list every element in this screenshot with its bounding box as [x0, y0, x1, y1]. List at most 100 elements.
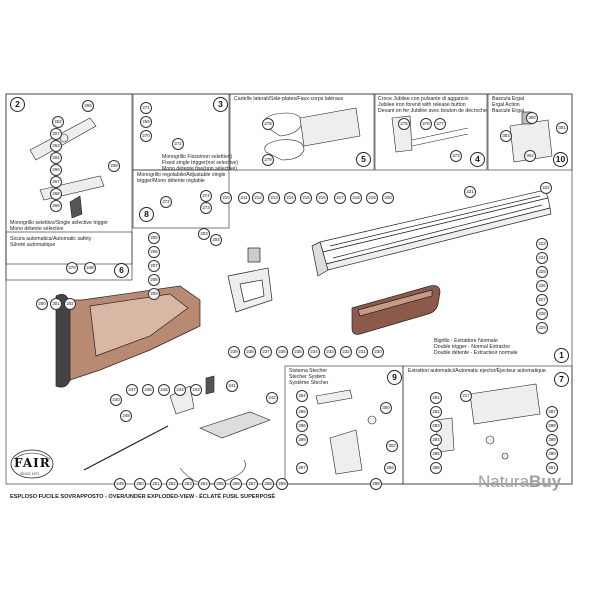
part-callout-226: 226 [536, 280, 548, 292]
part-callout-279: 279 [262, 154, 274, 166]
part-callout-270: 270 [140, 130, 152, 142]
part-callout-233: 233 [324, 346, 336, 358]
part-callout-225: 225 [536, 266, 548, 278]
barrel-assembly [311, 189, 552, 277]
part-callout-266: 266 [50, 164, 62, 176]
part-callout-223: 223 [536, 238, 548, 250]
part-callout-230: 230 [372, 346, 384, 358]
panel-10-caption-line-3: Bascule Ergal [492, 108, 525, 114]
part-callout-204: 204 [210, 234, 222, 246]
part-callout-277: 277 [434, 118, 446, 130]
part-callout-272: 272 [160, 196, 172, 208]
part-callout-269: 269 [140, 116, 152, 128]
panel-8-caption-line-2: trigger/Mono détente réglable [137, 178, 205, 184]
part-callout-248: 248 [84, 262, 96, 274]
part-callout-270: 270 [66, 262, 78, 274]
part-callout-269: 269 [50, 200, 62, 212]
part-callout-299: 299 [296, 434, 308, 446]
part-callout-256: 256 [384, 462, 396, 474]
part-callout-231: 231 [356, 346, 368, 358]
part-callout-250: 250 [134, 478, 146, 490]
part-callout-246: 246 [142, 384, 154, 396]
part-callout-264: 264 [50, 152, 62, 164]
forend [351, 285, 441, 335]
naturabuy-watermark: NaturaBuy [478, 472, 561, 492]
panel-4-caption-line-2: Jubilee iron forend with release button [378, 102, 466, 108]
part-callout-222: 222 [540, 182, 552, 194]
part-callout-273: 273 [450, 150, 462, 162]
part-callout-247: 247 [126, 384, 138, 396]
part-callout-290: 290 [546, 448, 558, 460]
panel-10-caption-line-1: Bascula Ergal [492, 96, 525, 102]
panel-7-number: 7 [554, 372, 569, 387]
panel-2-caption-line-1: Monogrillo selettivo/Single selective tr… [10, 220, 109, 226]
panel-2-parts [29, 117, 105, 219]
part-callout-244: 244 [174, 384, 186, 396]
panel-1-caption-line-2: Double trigger - Normal Extractor [434, 344, 511, 350]
part-callout-202: 202 [64, 298, 76, 310]
part-callout-209: 209 [148, 288, 160, 300]
part-callout-208: 208 [148, 274, 160, 286]
action-receiver [227, 247, 273, 313]
part-callout-228: 228 [536, 308, 548, 320]
panel-4-caption-line-1: Croce Jubilee con pulsante di aggancio [378, 96, 469, 102]
part-callout-243: 243 [190, 384, 202, 396]
part-callout-276: 276 [420, 118, 432, 130]
part-callout-232: 232 [340, 346, 352, 358]
panel-6-number: 6 [114, 263, 129, 278]
part-callout-227: 227 [536, 294, 548, 306]
part-callout-217: 217 [460, 390, 472, 402]
part-callout-297: 297 [296, 462, 308, 474]
panel-5-number: 5 [356, 152, 371, 167]
panel-9-stecher-parts [315, 389, 377, 475]
panel-9-caption-line-1: Sistema Stecher [289, 368, 328, 374]
watermark-part-1: Natura [478, 472, 530, 491]
part-callout-291: 291 [546, 462, 558, 474]
part-callout-219: 219 [366, 192, 378, 204]
part-callout-234: 234 [308, 346, 320, 358]
fair-logo [10, 449, 54, 479]
part-callout-300: 300 [380, 402, 392, 414]
panel-6-caption-line-2: Sûreté automatique [10, 242, 56, 248]
part-callout-248: 248 [120, 410, 132, 422]
sheet-title: ESPLOSO FUCILE SOVRAPPOSTO - OVER/UNDER … [10, 494, 276, 500]
panel-1-caption-line-1: Bigrillo - Estrattore Normale [434, 338, 498, 344]
part-callout-217: 217 [334, 192, 346, 204]
part-callout-273: 273 [200, 202, 212, 214]
panel-10-number: 10 [553, 152, 568, 167]
part-callout-242: 242 [266, 392, 278, 404]
part-callout-214: 214 [284, 192, 296, 204]
part-callout-288: 288 [546, 420, 558, 432]
panel-3-caption-line-3: Mono détente fixe(non sélective) [162, 166, 237, 172]
panel-3-caption-line-2: Fixed single trigger(not selective) [162, 160, 239, 166]
part-callout-281: 281 [430, 392, 442, 404]
panel-8-caption-line-1: Monogrillo regolabile/Adjustable single [137, 172, 226, 178]
part-callout-251: 251 [150, 478, 162, 490]
part-callout-295: 295 [296, 406, 308, 418]
part-callout-224: 224 [536, 252, 548, 264]
panel-9-caption-line-3: Système Stecher [289, 380, 329, 386]
panel-8-number: 8 [139, 207, 154, 222]
part-callout-284: 284 [430, 434, 442, 446]
part-callout-207: 207 [148, 260, 160, 272]
part-callout-289: 289 [546, 434, 558, 446]
part-callout-252: 252 [166, 478, 178, 490]
part-callout-238: 238 [244, 346, 256, 358]
part-callout-294: 294 [296, 390, 308, 402]
part-callout-301: 301 [556, 122, 568, 134]
part-callout-208: 208 [108, 160, 120, 172]
panel-7-frame [402, 365, 573, 485]
part-callout-302: 302 [524, 150, 536, 162]
part-callout-271: 271 [140, 102, 152, 114]
part-callout-212: 212 [252, 192, 264, 204]
part-callout-267: 267 [50, 176, 62, 188]
part-callout-258: 258 [262, 478, 274, 490]
part-callout-268: 268 [50, 188, 62, 200]
panel-2-caption-line-2: Mono détente sélective [10, 226, 64, 232]
part-callout-203: 203 [198, 228, 210, 240]
stock [55, 285, 201, 388]
part-callout-229: 229 [536, 322, 548, 334]
part-callout-245: 245 [158, 384, 170, 396]
